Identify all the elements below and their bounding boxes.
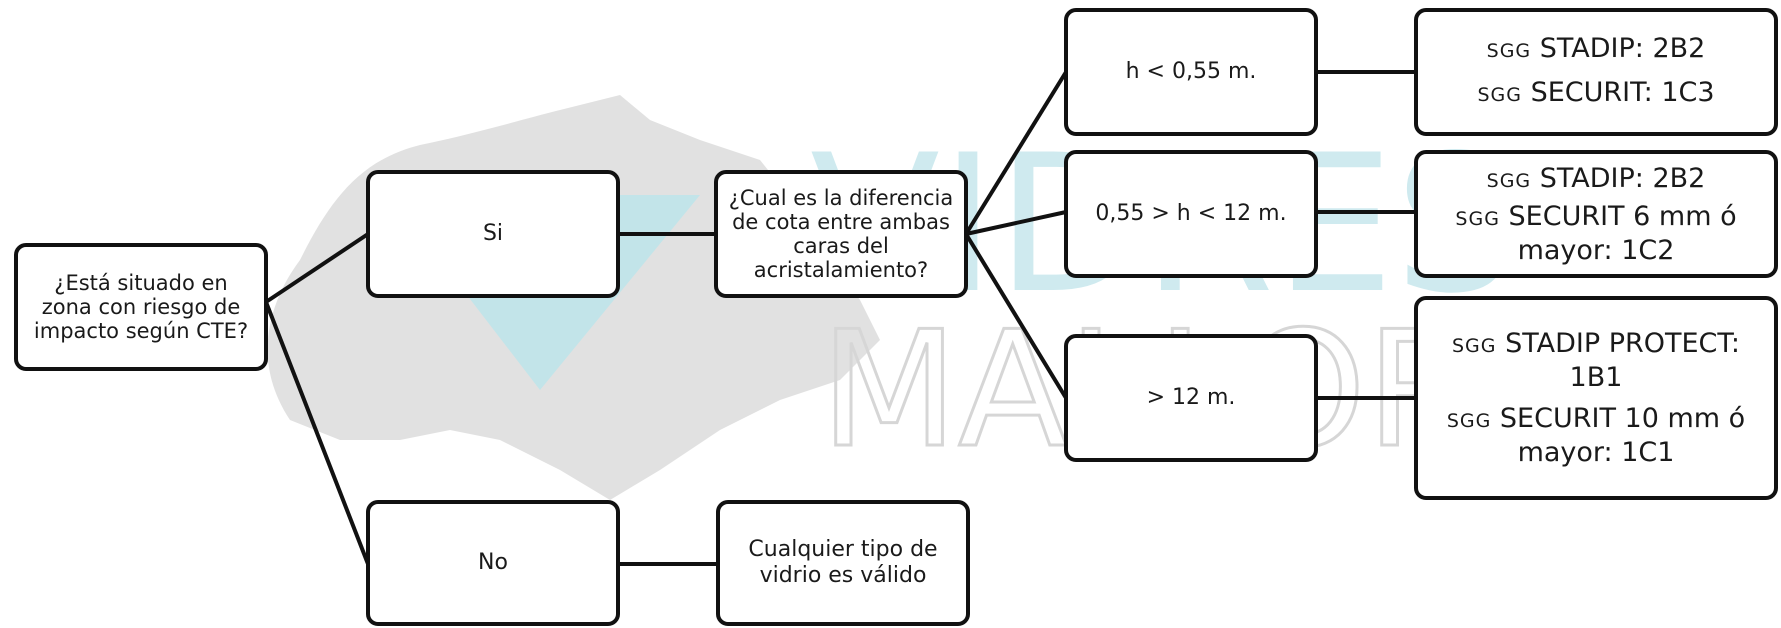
node-label: ¿Está situado en zona con riesgo de impa… bbox=[33, 271, 249, 343]
node-label: Cualquier tipo de vidrio es válido bbox=[748, 537, 938, 588]
result-line: SGG SECURIT 6 mm ó mayor: 1C2 bbox=[1426, 201, 1766, 266]
node-height-difference-question: ¿Cual es la diferencia de cota entre amb… bbox=[714, 170, 968, 298]
result-line: SGG STADIP PROTECT: 1B1 bbox=[1426, 328, 1766, 393]
node-label: h < 0,55 m. bbox=[1125, 59, 1257, 84]
node-height-mid: 0,55 > h < 12 m. bbox=[1064, 150, 1318, 278]
node-label: > 12 m. bbox=[1146, 385, 1236, 410]
node-height-low: h < 0,55 m. bbox=[1064, 8, 1318, 136]
brand-label: SGG bbox=[1451, 335, 1497, 357]
result-high: SGG STADIP PROTECT: 1B1 SGG SECURIT 10 m… bbox=[1414, 296, 1778, 500]
result-low: SGG STADIP: 2B2 SGG SECURIT: 1C3 bbox=[1414, 8, 1778, 136]
brand-label: SGG bbox=[1446, 410, 1492, 432]
result-text: STADIP: 2B2 bbox=[1539, 33, 1706, 64]
brand-label: SGG bbox=[1486, 169, 1532, 192]
node-impact-risk-question: ¿Está situado en zona con riesgo de impa… bbox=[14, 243, 268, 371]
result-line: SGG SECURIT: 1C3 bbox=[1477, 77, 1714, 111]
brand-label: SGG bbox=[1486, 40, 1532, 62]
node-label: ¿Cual es la diferencia de cota entre amb… bbox=[728, 186, 954, 282]
node-label: No bbox=[478, 550, 508, 575]
node-yes: Si bbox=[366, 170, 620, 298]
node-no: No bbox=[366, 500, 620, 626]
result-line: SGG STADIP: 2B2 bbox=[1487, 33, 1706, 67]
brand-label: SGG bbox=[1455, 207, 1500, 230]
result-text: SECURIT 6 mm ó mayor: 1C2 bbox=[1508, 200, 1737, 266]
result-text: STADIP PROTECT: 1B1 bbox=[1505, 328, 1741, 393]
result-text: STADIP: 2B2 bbox=[1539, 162, 1706, 194]
result-text: SECURIT: 1C3 bbox=[1530, 77, 1715, 108]
result-line: SGG SECURIT 10 mm ó mayor: 1C1 bbox=[1426, 403, 1766, 468]
node-label: 0,55 > h < 12 m. bbox=[1095, 201, 1287, 226]
node-any-glass-valid: Cualquier tipo de vidrio es válido bbox=[716, 500, 970, 626]
node-label: Si bbox=[482, 221, 504, 246]
result-text: SECURIT 10 mm ó mayor: 1C1 bbox=[1499, 403, 1746, 468]
result-mid: SGG STADIP: 2B2 SGG SECURIT 6 mm ó mayor… bbox=[1414, 150, 1778, 278]
node-height-high: > 12 m. bbox=[1064, 334, 1318, 462]
result-line: SGG STADIP: 2B2 bbox=[1487, 163, 1706, 197]
brand-label: SGG bbox=[1477, 84, 1522, 106]
